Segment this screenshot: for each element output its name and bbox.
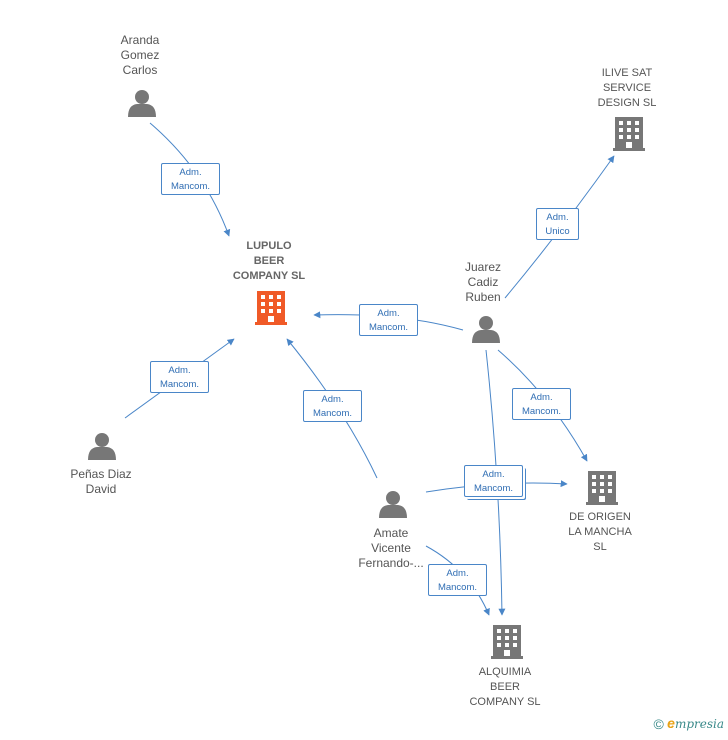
edge-label-line: Mancom. bbox=[521, 406, 562, 417]
edge-label-juarez-ilive[interactable]: Adm. Unico bbox=[536, 208, 579, 240]
node-label-line: Ruben bbox=[465, 290, 501, 304]
node-label-line: Carlos bbox=[122, 63, 158, 77]
node-label-lupulo[interactable]: LUPULO BEER COMPANY SL bbox=[222, 239, 316, 284]
node-label-aranda[interactable]: Aranda Gomez Carlos bbox=[108, 33, 172, 78]
node-label-line: Amate bbox=[373, 526, 409, 540]
edge-label-amate-origen[interactable]: Adm. Mancom. bbox=[464, 465, 523, 497]
copyright-symbol: © bbox=[653, 716, 664, 732]
node-label-line: Aranda bbox=[120, 33, 160, 47]
building-icon-ilive[interactable] bbox=[613, 117, 645, 151]
edge-label-line: Mancom. bbox=[312, 408, 353, 419]
node-label-line: Fernando-... bbox=[358, 556, 424, 570]
node-label-penas[interactable]: Peñas Diaz David bbox=[56, 467, 146, 497]
building-icon-lupulo[interactable] bbox=[255, 291, 287, 325]
edge-label-line: Adm. bbox=[530, 392, 553, 403]
node-label-line: LUPULO bbox=[246, 240, 292, 252]
node-label-line: ALQUIMIA bbox=[478, 666, 532, 678]
node-label-line: David bbox=[85, 482, 117, 496]
edge-label-line: Mancom. bbox=[437, 582, 478, 593]
node-label-line: SL bbox=[593, 541, 607, 553]
brand-initial: e bbox=[667, 715, 675, 731]
person-icon-penas[interactable] bbox=[88, 433, 116, 460]
edge-label-line: Adm. bbox=[179, 167, 202, 178]
edge-label-line: Unico bbox=[545, 226, 570, 237]
edge-label-line: Adm. bbox=[546, 212, 569, 223]
edge-label-line: Mancom. bbox=[159, 379, 200, 390]
node-label-line: Gomez bbox=[120, 48, 160, 62]
node-label-alquimia[interactable]: ALQUIMIA BEER COMPANY SL bbox=[458, 665, 552, 710]
node-label-line: COMPANY SL bbox=[469, 696, 541, 708]
node-label-origen[interactable]: DE ORIGEN LA MANCHA SL bbox=[558, 510, 642, 555]
edge-label-line: Mancom. bbox=[368, 322, 409, 333]
node-label-line: Peñas Diaz bbox=[70, 467, 132, 481]
edge-label-line: Mancom. bbox=[473, 483, 514, 494]
node-label-juarez[interactable]: Juarez Cadiz Ruben bbox=[452, 260, 514, 305]
edge-label-line: Adm. bbox=[482, 469, 505, 480]
node-label-line: Juarez bbox=[464, 260, 502, 274]
edge-label-line: Mancom. bbox=[170, 181, 211, 192]
edge-label-line: Adm. bbox=[168, 365, 191, 376]
node-label-line: BEER bbox=[490, 681, 520, 693]
edge-label-amate-alquimia[interactable]: Adm. Mancom. bbox=[428, 564, 487, 596]
edge-label-line: Adm. bbox=[377, 308, 400, 319]
edge-label-juarez-lupulo[interactable]: Adm. Mancom. bbox=[359, 304, 418, 336]
node-label-line: ILIVE SAT bbox=[601, 67, 653, 79]
node-label-line: COMPANY SL bbox=[232, 270, 306, 282]
node-label-line: LA MANCHA bbox=[568, 526, 632, 538]
building-icon-origen[interactable] bbox=[586, 471, 618, 505]
edge-label-line: Adm. bbox=[446, 568, 469, 579]
brand-name: mpresia bbox=[674, 717, 724, 731]
node-label-amate[interactable]: Amate Vicente Fernando-... bbox=[350, 526, 432, 571]
edge-label-juarez-origen[interactable]: Adm. Mancom. bbox=[512, 388, 571, 420]
node-label-line: Cadiz bbox=[467, 275, 499, 289]
person-icon-amate[interactable] bbox=[379, 491, 407, 518]
node-label-line: DE ORIGEN bbox=[569, 511, 631, 523]
edge-label-amate-lupulo[interactable]: Adm. Mancom. bbox=[303, 390, 362, 422]
edge-label-line: Adm. bbox=[321, 394, 344, 405]
node-label-line: DESIGN SL bbox=[597, 97, 657, 109]
node-label-line: BEER bbox=[253, 255, 285, 267]
empresia-logo: © empresia bbox=[653, 715, 724, 732]
building-icon-alquimia[interactable] bbox=[491, 625, 523, 659]
person-icon-aranda[interactable] bbox=[128, 90, 156, 117]
person-icon-juarez[interactable] bbox=[472, 316, 500, 343]
edge-label-penas-lupulo[interactable]: Adm. Mancom. bbox=[150, 361, 209, 393]
node-label-line: Vicente bbox=[371, 541, 411, 555]
edge-label-aranda-lupulo[interactable]: Adm. Mancom. bbox=[161, 163, 220, 195]
node-label-line: SERVICE bbox=[602, 82, 652, 94]
node-label-ilive[interactable]: ILIVE SAT SERVICE DESIGN SL bbox=[584, 66, 670, 111]
